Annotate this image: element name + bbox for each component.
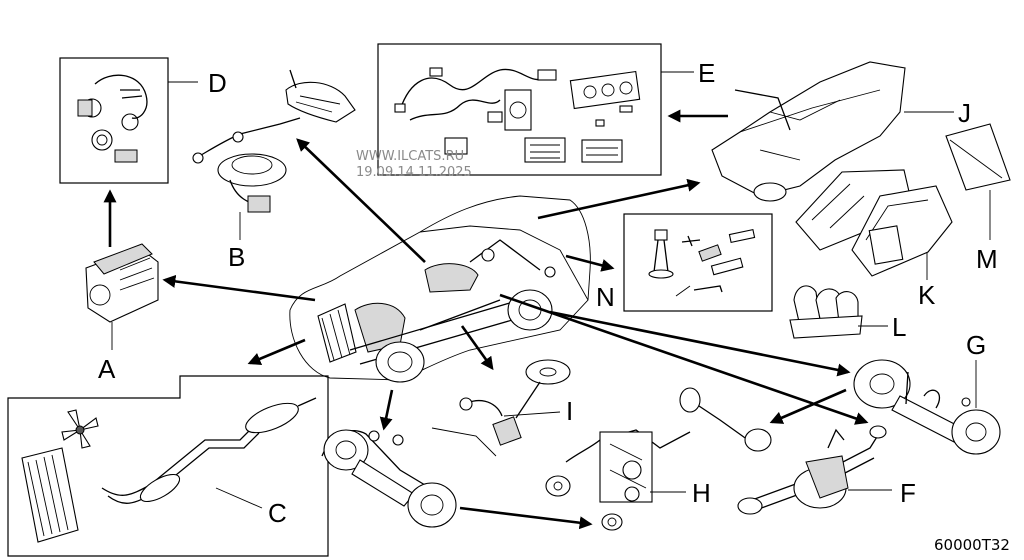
propeller-shaft-f	[737, 425, 887, 515]
engine-assembly-a	[85, 243, 159, 323]
box-d-engine-parts	[59, 57, 169, 184]
label-a: A	[98, 354, 116, 384]
watermark-site: WWW.ILCATS.RU	[356, 149, 464, 164]
label-l: L	[892, 312, 906, 342]
label-h: H	[692, 478, 711, 508]
box-n-tools	[623, 213, 773, 312]
label-i: I	[566, 396, 573, 426]
leader-lines	[111, 71, 991, 509]
label-j: J	[958, 98, 971, 128]
label-k: K	[918, 280, 936, 310]
label-b: B	[228, 242, 245, 272]
steering-column-i	[431, 359, 571, 457]
box-c-cooling-exhaust	[7, 375, 329, 557]
body-panel-m	[945, 123, 1011, 191]
car-chassis-drivetrain	[317, 239, 556, 383]
label-e: E	[698, 58, 715, 88]
label-f: F	[900, 478, 916, 508]
pointer-arrows	[103, 109, 869, 530]
rear-axle-g	[853, 359, 1001, 455]
label-g: G	[966, 330, 986, 360]
body-sides-k	[795, 169, 953, 277]
label-m: M	[976, 244, 998, 274]
brake-lines-h	[545, 387, 772, 531]
label-c: C	[268, 498, 287, 528]
figure-code: 60000T32	[934, 536, 1010, 554]
watermark-date: 19.09.14 11.2025	[356, 165, 472, 180]
label-d: D	[208, 68, 227, 98]
front-axle-d-left	[321, 429, 457, 528]
car-body-outline	[289, 195, 591, 381]
air-cleaner-b	[192, 69, 356, 213]
box-e-electrical-parts	[377, 43, 662, 176]
callout-labels: A B C D E F G H I J K L M N	[98, 58, 998, 528]
body-panels-j	[711, 61, 906, 202]
seats-l	[789, 285, 863, 339]
label-n: N	[596, 282, 615, 312]
